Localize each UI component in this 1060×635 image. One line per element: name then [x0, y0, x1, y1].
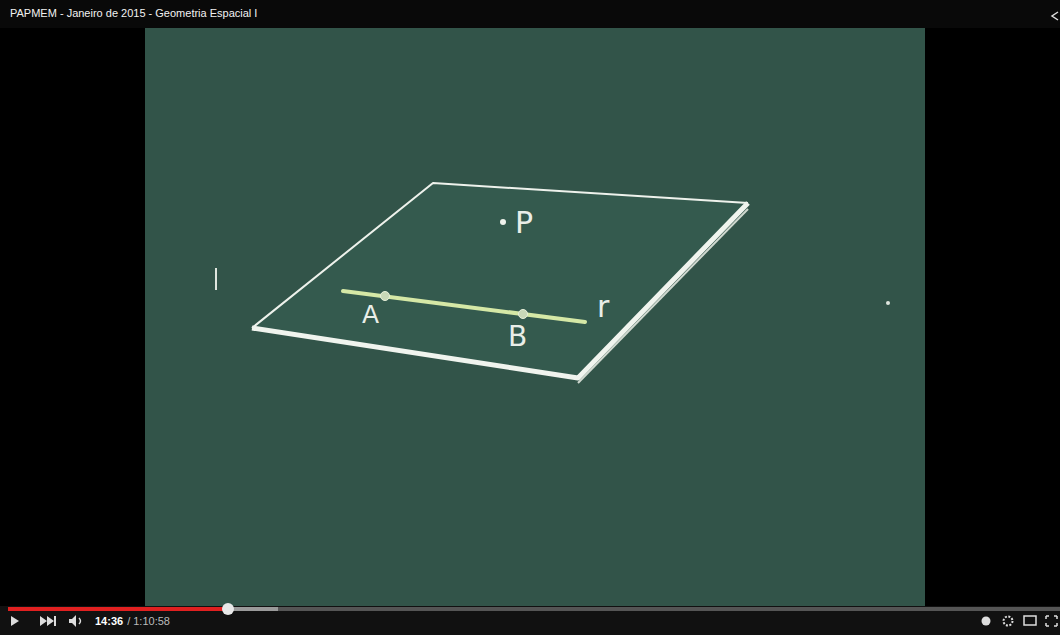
title-bar: [0, 0, 1060, 28]
video-title: PAPMEM - Janeiro de 2015 - Geometria Esp…: [10, 7, 257, 19]
time-total: / 1:10:58: [127, 615, 170, 627]
point-p: [500, 219, 506, 225]
theater-icon: [1024, 616, 1036, 625]
progress-track: [8, 607, 1060, 611]
volume-icon: [69, 615, 76, 627]
point-a: [381, 292, 390, 301]
plane-drawing: [252, 183, 748, 383]
plane-thickness: [578, 209, 748, 383]
line-r: [343, 291, 585, 322]
point-b: [519, 310, 528, 319]
progress-played: [8, 607, 228, 611]
volume-icon: [79, 618, 81, 624]
time-current: 14:36: [95, 615, 123, 627]
plane-thick-edge: [252, 203, 748, 378]
chalkboard: [145, 28, 925, 606]
plane-edge: [252, 183, 748, 328]
progress-scrubber: [222, 603, 234, 615]
point-label: B: [508, 322, 527, 353]
play-icon: [11, 616, 19, 626]
chalk-mark: [886, 301, 890, 305]
chalk-mark: [215, 268, 217, 290]
control-bar: [0, 606, 1060, 635]
point-label: A: [362, 301, 379, 329]
progress-buffer: [8, 607, 278, 611]
point-label: P: [515, 206, 533, 239]
share-icon: [1052, 12, 1058, 20]
next-icon: [40, 616, 56, 626]
fullscreen-icon: [1046, 616, 1057, 626]
plane-face: [252, 183, 748, 378]
line-label: r: [597, 290, 609, 323]
settings-icon: [1004, 617, 1013, 626]
info-icon: [982, 617, 991, 626]
